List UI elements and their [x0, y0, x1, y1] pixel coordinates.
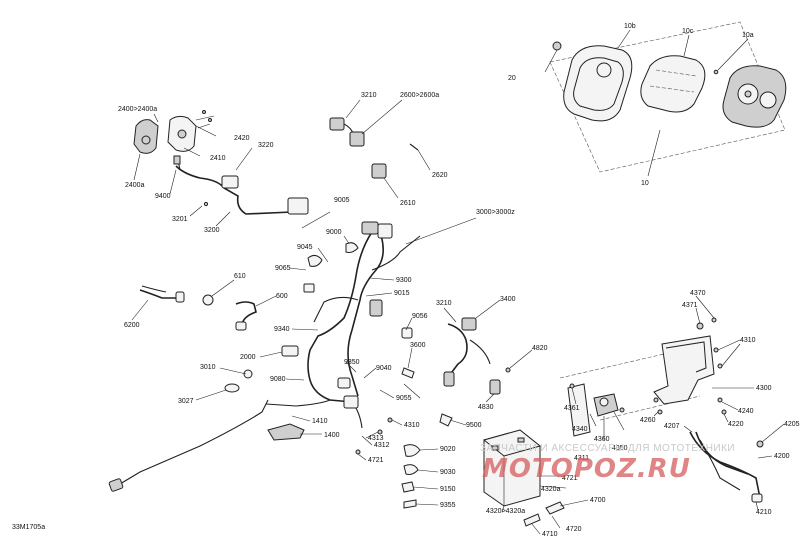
- watermark-logo: MOTOPOZ.RU: [482, 454, 691, 484]
- callout-4200: 4200: [774, 453, 790, 460]
- callout-9020: 9020: [440, 446, 456, 453]
- callout-4721-right: 4721: [562, 475, 578, 482]
- callout-10b: 10b: [624, 23, 636, 30]
- callout-9055: 9055: [396, 395, 412, 402]
- callout-9030: 9030: [440, 469, 456, 476]
- bezel-10b: [563, 45, 633, 122]
- watermark-text: ЗАПЧАСТИ И АКСЕССУАРЫ ДЛЯ МОТОТЕХНИКИ: [480, 443, 736, 454]
- lens-10c: [640, 55, 706, 113]
- callout-4210: 4210: [756, 509, 772, 516]
- callout-4240: 4240: [738, 408, 754, 415]
- callout-3400: 3400: [500, 296, 516, 303]
- cap-20: [552, 41, 562, 51]
- callout-9056: 9056: [412, 313, 428, 320]
- gauge-10a: [722, 65, 787, 128]
- solenoid-group: [559, 295, 785, 511]
- callout-4313: 4313: [368, 435, 384, 442]
- callout-4207: 4207: [664, 423, 680, 430]
- callout-3000-3000z: 3000>3000z: [476, 209, 515, 216]
- callout-4310-mid: 4310: [404, 422, 420, 429]
- callout-4710: 4710: [542, 531, 558, 538]
- callout-3220: 3220: [258, 142, 274, 149]
- fuse-parts: [523, 499, 589, 535]
- callout-4720: 4720: [566, 526, 582, 533]
- callout-4320a: 4320a: [541, 486, 561, 493]
- callout-4310-right: 4310: [740, 337, 756, 344]
- handlebar-switch-group: [133, 110, 309, 227]
- callout-3210-top: 3210: [361, 92, 377, 99]
- callout-2400-2400a: 2400>2400a: [118, 106, 157, 113]
- callout-4371: 4371: [682, 302, 698, 309]
- lower-left-components: [108, 345, 322, 492]
- battery-4320: [482, 429, 567, 513]
- left-components: [131, 279, 277, 331]
- callout-4370: 4370: [690, 290, 706, 297]
- callout-4700: 4700: [590, 497, 606, 504]
- callout-3010: 3010: [200, 364, 216, 371]
- callout-2610: 2610: [400, 200, 416, 207]
- callout-10a: 10a: [742, 32, 754, 39]
- callout-610: 610: [234, 273, 246, 280]
- callout-9005: 9005: [334, 197, 350, 204]
- callout-2620: 2620: [432, 172, 448, 179]
- instrument-cluster-group: [544, 21, 787, 177]
- callout-4311: 4311: [574, 455, 589, 462]
- callout-4361: 4361: [564, 405, 580, 412]
- callout-4205: 4205: [784, 421, 800, 428]
- callout-4360: 4360: [594, 436, 610, 443]
- callout-10c: 10c: [682, 28, 694, 35]
- callout-4350: 4350: [612, 445, 628, 452]
- callout-600: 600: [276, 293, 288, 300]
- callout-4721-left: 4721: [368, 457, 384, 464]
- middle-parts: [355, 299, 533, 509]
- callout-2420: 2420: [234, 135, 250, 142]
- callout-9300: 9300: [396, 277, 412, 284]
- callout-4312: 4312: [374, 442, 390, 449]
- main-harness-3000: [265, 211, 477, 429]
- callout-9045: 9045: [297, 244, 313, 251]
- callout-3600: 3600: [410, 342, 426, 349]
- callout-9000: 9000: [326, 229, 342, 236]
- callout-4300: 4300: [756, 385, 772, 392]
- ignition-switch-group: [329, 99, 431, 199]
- callout-2600-2600a: 2600>2600a: [400, 92, 439, 99]
- diagram-id: 33M1705a: [12, 524, 46, 531]
- callout-3200: 3200: [204, 227, 220, 234]
- callout-9500: 9500: [466, 422, 482, 429]
- callout-9080: 9080: [270, 376, 286, 383]
- callout-9400: 9400: [155, 193, 171, 200]
- callout-6200: 6200: [124, 322, 140, 329]
- callout-9340: 9340: [274, 326, 290, 333]
- callout-3201: 3201: [172, 216, 188, 223]
- callout-4830: 4830: [478, 404, 494, 411]
- callout-4820: 4820: [532, 345, 548, 352]
- callout-4260: 4260: [640, 417, 656, 424]
- callout-1410: 1410: [312, 418, 328, 425]
- callout-2410: 2410: [210, 155, 226, 162]
- callout-4340: 4340: [572, 426, 588, 433]
- callout-2400a: 2400a: [125, 182, 145, 189]
- callout-20: 20: [508, 75, 516, 82]
- callout-4320-4320a: 4320>4320a: [486, 508, 525, 515]
- callout-9040: 9040: [376, 365, 392, 372]
- callout-9150: 9150: [440, 486, 456, 493]
- callout-1400: 1400: [324, 432, 340, 439]
- callout-9065: 9065: [275, 265, 291, 272]
- callout-4220: 4220: [728, 421, 744, 428]
- callout-9015: 9015: [394, 290, 410, 297]
- callout-3210-mid: 3210: [436, 300, 452, 307]
- callout-9355: 9355: [440, 502, 456, 509]
- callout-2000: 2000: [240, 354, 256, 361]
- callout-3027: 3027: [178, 398, 194, 405]
- callout-9350: 9350: [344, 359, 360, 366]
- callout-labels: 10b 10c 10a 20 10 2400>2400a 2420 2410 2…: [118, 23, 800, 538]
- callout-10: 10: [641, 180, 649, 187]
